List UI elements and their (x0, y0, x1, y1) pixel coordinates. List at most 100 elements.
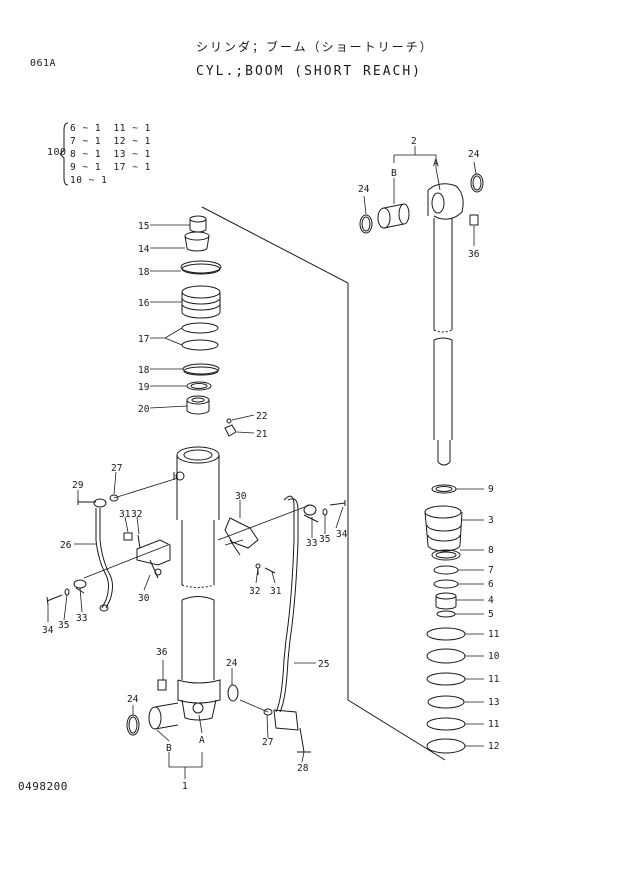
callout-25: 25 (318, 659, 329, 670)
part-8 (431, 549, 461, 561)
group-note-line: 9 ~ 1 17 ~ 1 (70, 162, 151, 173)
callout-28: 28 (297, 763, 309, 774)
part-15 (189, 215, 207, 233)
part-18-top (180, 260, 222, 275)
part-24-seal-upper-right (470, 173, 484, 193)
callout-31: 31 (119, 509, 131, 520)
callout-10: 10 (488, 651, 500, 662)
part-24-seal-upper-left (359, 214, 373, 234)
callout-21: 21 (256, 429, 268, 440)
part-11-b (426, 672, 466, 686)
part-7 (433, 565, 459, 575)
part-25-pipe (275, 495, 299, 713)
part-12 (426, 738, 466, 754)
cylinder-tube-lower (177, 596, 221, 721)
callout-36: 36 (156, 647, 168, 658)
assembly-leader (201, 206, 446, 761)
callout-18: 18 (138, 365, 150, 376)
part-27-plate-right (263, 708, 273, 716)
callout-11: 11 (488, 629, 500, 640)
reference-b-upper: B (391, 168, 397, 179)
group-note-line: 6 ~ 1 11 ~ 1 (70, 123, 151, 134)
part-29-bolt (77, 499, 96, 505)
callout-26: 26 (60, 540, 72, 551)
callout-6: 6 (488, 579, 494, 590)
part-30-clamp-left (136, 539, 171, 579)
part-34-bolt-right (329, 500, 346, 506)
part-33-clamp-right (303, 504, 319, 523)
callout-13: 13 (488, 697, 499, 708)
seal-kit-stack (180, 215, 237, 437)
callout-19: 19 (138, 382, 150, 393)
callout-18: 18 (138, 267, 150, 278)
group-bracket (59, 122, 69, 186)
callout-35: 35 (58, 620, 69, 631)
callout-16: 16 (138, 298, 150, 309)
callout-8: 8 (488, 545, 494, 556)
cylinder-tube-upper (173, 446, 220, 588)
part-35-washer-left (64, 588, 70, 596)
part-30-clamp-right (224, 517, 259, 556)
reference-a-lower: A (199, 735, 205, 746)
reference-b-lower: B (166, 743, 172, 754)
part-6 (433, 579, 459, 589)
leader-lines (47, 146, 484, 779)
part-18-lower (182, 363, 220, 376)
part-19 (186, 381, 212, 391)
callout-32: 32 (131, 509, 142, 520)
part-bushing-lower (148, 702, 179, 730)
part-36-grease-lower (157, 679, 167, 691)
part-20 (186, 395, 210, 415)
part-11-c (426, 717, 466, 731)
callout-7: 7 (488, 565, 494, 576)
callout-34: 34 (336, 529, 348, 540)
callout-11: 11 (488, 719, 500, 730)
group-note-line: 7 ~ 1 12 ~ 1 (70, 136, 151, 147)
callout-30: 30 (235, 491, 247, 502)
title-english: CYL.;BOOM (SHORT REACH) (196, 64, 423, 79)
part-13 (427, 695, 465, 709)
part-3-piston (424, 505, 463, 552)
callout-15: 15 (138, 221, 149, 232)
callout-34: 34 (42, 625, 54, 636)
part-11-a (426, 627, 466, 641)
title-japanese: シリンダ；ブーム（ショートリーチ） (196, 40, 434, 54)
callout-27: 27 (262, 737, 273, 748)
callout-5: 5 (488, 609, 494, 620)
part-24-seal-lower-right (227, 684, 239, 702)
part-14 (184, 231, 210, 252)
part-36-grease-upper (469, 214, 479, 226)
callout-29: 29 (72, 480, 84, 491)
part-bushing-upper (377, 203, 410, 229)
callout-30: 30 (138, 593, 150, 604)
part-31-32-left (123, 532, 141, 549)
callout-24: 24 (226, 658, 238, 669)
reference-a-upper: A (433, 158, 439, 169)
callout-1: 1 (182, 781, 188, 792)
part-17 (181, 322, 219, 351)
callout-27: 27 (111, 463, 122, 474)
callout-14: 14 (138, 244, 150, 255)
callout-32: 32 (249, 586, 260, 597)
part-4 (435, 592, 457, 610)
piston-rod (427, 183, 464, 466)
part-35-washer-right (322, 508, 328, 516)
part-28-bolt (297, 727, 311, 753)
part-flange-bottom (273, 709, 299, 731)
part-10 (426, 648, 466, 664)
group-note-prefix: 100 (47, 147, 67, 158)
part-27-plate-left (109, 494, 119, 502)
callout-9: 9 (488, 484, 494, 495)
callout-2: 2 (411, 136, 417, 147)
callout-12: 12 (488, 741, 499, 752)
callout-24: 24 (358, 184, 370, 195)
group-note-line: 8 ~ 1 13 ~ 1 (70, 149, 151, 160)
part-16 (181, 285, 221, 319)
callout-33: 33 (76, 613, 87, 624)
callout-24: 24 (468, 149, 480, 160)
part-5 (436, 610, 456, 618)
callout-22: 22 (256, 411, 267, 422)
callout-3: 3 (488, 515, 494, 526)
callout-11: 11 (488, 674, 500, 685)
